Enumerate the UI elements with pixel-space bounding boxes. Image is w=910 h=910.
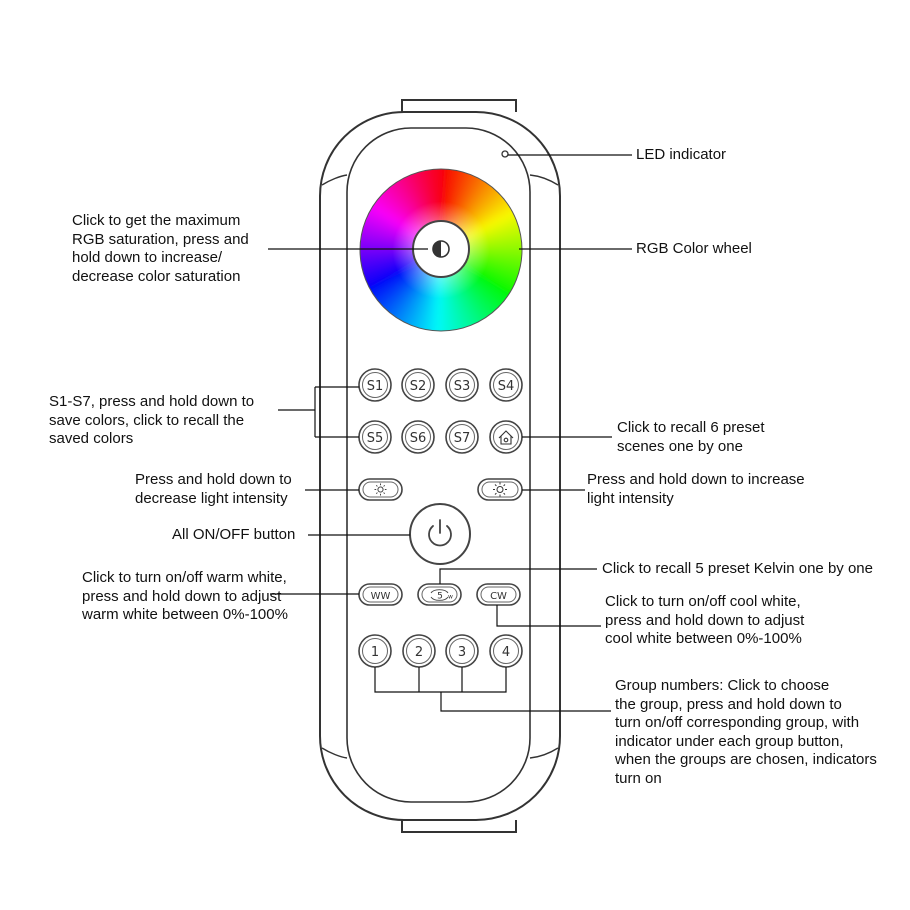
power-label: All ON/OFF button [172, 526, 296, 543]
groups-line-2: the group, press and hold down to [615, 695, 842, 713]
saturation-line-2: RGB saturation, press and [72, 230, 249, 248]
warm-white-line-1: Click to turn on/off warm white, [82, 569, 287, 586]
scene-buttons-line-3: saved colors [49, 430, 134, 447]
kelvin-small-label: w [448, 594, 453, 601]
groups-line-6: turn on [615, 769, 662, 787]
preset-scene-button[interactable] [489, 420, 523, 454]
sun-icon [493, 482, 507, 497]
preset-scenes-line-1: Click to recall 6 preset [617, 419, 765, 436]
decrease-intensity-button[interactable] [358, 478, 403, 501]
saturation-line-3: hold down to increase/ [72, 249, 223, 266]
kelvin-button[interactable]: 5 w [417, 583, 462, 606]
cool-white-description: Click to turn on/off cool white, press a… [605, 593, 804, 649]
warm-white-label: WW [371, 591, 391, 602]
leader-lines [268, 154, 632, 712]
scene-label-s6: S6 [410, 431, 427, 446]
scene-button-s4[interactable]: S4 [489, 368, 523, 402]
groups-description: Group numbers: Click to choose the group… [615, 677, 877, 788]
increase-intensity-line-2: light intensity [587, 489, 674, 507]
scene-label-s2: S2 [410, 379, 427, 394]
kelvin-label: 5 [437, 592, 443, 602]
groups-line-3: turn on/off corresponding group, with [615, 714, 860, 731]
scene-label-s4: S4 [498, 379, 515, 394]
scene-buttons-label: S1-S7, press and hold down to save color… [49, 393, 254, 449]
increase-intensity-label: Press and hold down to increase light in… [587, 471, 805, 508]
group-label-3: 3 [458, 645, 466, 660]
decrease-intensity-label: Press and hold down to decrease light in… [135, 471, 292, 508]
scene-button-s3[interactable]: S3 [445, 368, 479, 402]
decrease-intensity-line-2: decrease light intensity [135, 489, 288, 507]
scene-label-s5: S5 [367, 431, 384, 446]
cool-white-button[interactable]: CW [476, 583, 521, 606]
cool-white-label: CW [490, 591, 507, 602]
preset-scenes-line-2: scenes one by one [617, 437, 743, 455]
cool-white-line-2: press and hold down to adjust [605, 611, 805, 629]
saturation-line-4: decrease color saturation [72, 267, 241, 285]
group-button-3[interactable]: 3 [445, 634, 479, 668]
scene-buttons-line-2: save colors, click to recall the [49, 411, 245, 429]
scene-button-s2[interactable]: S2 [401, 368, 435, 402]
scene-label-s7: S7 [454, 431, 471, 446]
led-indicator-label: LED indicator [636, 146, 727, 163]
warm-white-button[interactable]: WW [358, 583, 403, 606]
scene-button-s7[interactable]: S7 [445, 420, 479, 454]
kelvin-cycle-icon [430, 589, 449, 601]
led-indicator [501, 150, 509, 158]
home-icon [498, 430, 514, 445]
warm-white-line-3: warm white between 0%-100% [82, 606, 288, 623]
decrease-intensity-line-1: Press and hold down to [135, 471, 292, 488]
group-label-2: 2 [415, 645, 423, 660]
warm-white-line-2: press and hold down to adjust [82, 587, 282, 605]
group-button-1[interactable]: 1 [358, 634, 392, 668]
color-wheel-label: RGB Color wheel [636, 240, 752, 257]
scene-button-s6[interactable]: S6 [401, 420, 435, 454]
saturation-button[interactable] [412, 220, 470, 278]
increase-intensity-button[interactable] [477, 478, 523, 501]
scene-label-s3: S3 [454, 379, 471, 394]
power-button[interactable] [409, 503, 471, 565]
power-icon [428, 519, 452, 547]
remote-body [319, 99, 561, 833]
scene-buttons-line-1: S1-S7, press and hold down to [49, 393, 255, 410]
group-button-4[interactable]: 4 [489, 634, 523, 668]
scene-button-s5[interactable]: S5 [358, 420, 392, 454]
group-label-4: 4 [502, 645, 510, 660]
scene-button-s1[interactable]: S1 [358, 368, 392, 402]
group-buttons: 1 2 3 4 [358, 634, 523, 668]
half-circle-icon [432, 240, 450, 258]
groups-line-1: Group numbers: Click to choose [615, 677, 830, 694]
group-button-2[interactable]: 2 [402, 634, 436, 668]
scene-buttons: S1 S2 S3 S4 S5 S6 [358, 368, 523, 454]
cool-white-line-1: Click to turn on/off cool white, [605, 593, 801, 610]
group-label-1: 1 [371, 645, 379, 660]
saturation-label: Click to get the maximum RGB saturation,… [72, 212, 249, 286]
sun-icon [374, 483, 387, 496]
increase-intensity-line-1: Press and hold down to increase [587, 471, 805, 488]
scene-label-s1: S1 [367, 379, 384, 394]
preset-scenes-label: Click to recall 6 preset scenes one by o… [617, 419, 765, 456]
cool-white-line-3: cool white between 0%-100% [605, 630, 802, 647]
saturation-line-1: Click to get the maximum [72, 212, 241, 229]
warm-white-description: Click to turn on/off warm white, press a… [82, 569, 288, 625]
kelvin-description: Click to recall 5 preset Kelvin one by o… [602, 560, 873, 577]
groups-line-5: when the groups are chosen, indicators [615, 751, 877, 768]
groups-line-4: indicator under each group button, [615, 732, 844, 750]
